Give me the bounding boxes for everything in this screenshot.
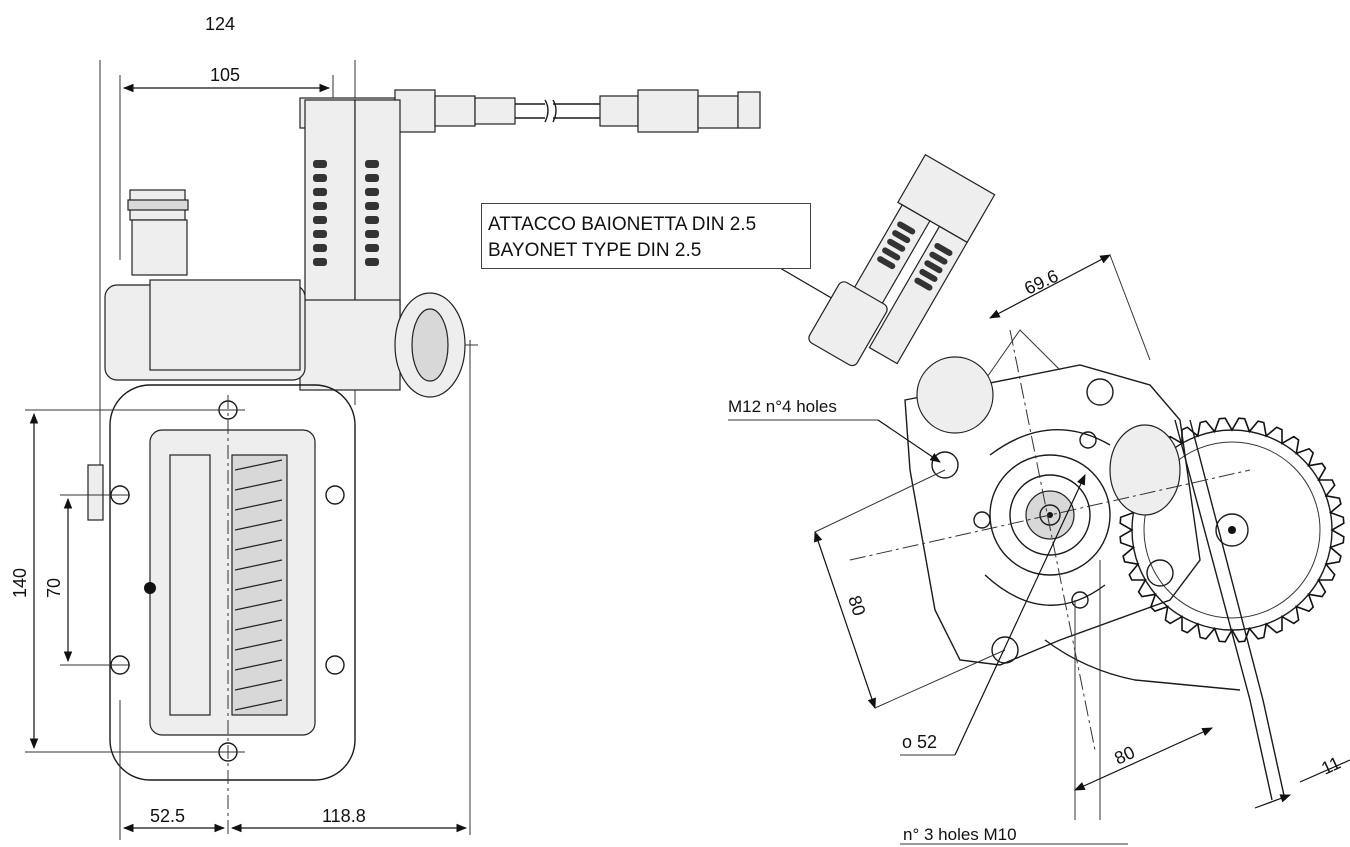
dim-80-bottom-label: 80 — [1111, 742, 1138, 769]
front-view: 105 124 — [10, 14, 761, 840]
dim-118-8-label: 118.8 — [322, 806, 366, 826]
dim-11: 11 — [1254, 753, 1350, 809]
dim-69-6: 69.6 — [989, 254, 1151, 361]
mounting-flange — [25, 384, 356, 835]
dim-80-diagonal: 80 — [814, 469, 1006, 710]
m12-holes-label: M12 n°4 holes — [728, 397, 837, 416]
pump-body — [904, 329, 1286, 801]
callout-line-italian: ATTACCO BAIONETTA DIN 2.5 — [488, 214, 757, 235]
dim-80-left-label: 80 — [844, 593, 869, 618]
dim-70-label: 70 — [44, 578, 64, 598]
solenoid-columns — [299, 99, 401, 391]
dim-140-label: 140 — [10, 568, 30, 598]
m10-holes-callout: n° 3 holes M10 — [900, 825, 1128, 845]
dim-140: 140 — [10, 412, 39, 750]
dim-124-label: 124 — [205, 14, 235, 34]
diameter-52-callout: o 52 — [900, 474, 1086, 756]
gear — [1119, 417, 1345, 643]
bayonet-connector — [299, 89, 761, 133]
dim-105: 105 — [119, 65, 334, 260]
side-body — [104, 189, 478, 398]
side-view: 69.6 80 80 11 M12 n°4 holes o 52 — [728, 153, 1350, 845]
dim-bottom: 52.5 118.8 — [119, 700, 468, 840]
dim-80-bottom: 80 — [1074, 727, 1213, 791]
dim-52-5-label: 52.5 — [150, 806, 185, 826]
m12-holes-callout: M12 n°4 holes — [728, 397, 941, 463]
gear-teeth — [1119, 417, 1345, 643]
callout-line-english: BAYONET TYPE DIN 2.5 — [488, 240, 702, 261]
dim-70: 70 — [44, 497, 73, 663]
m10-holes-label: n° 3 holes M10 — [903, 825, 1017, 844]
dim-105-label: 105 — [210, 65, 240, 85]
bayonet-connector-callout: ATTACCO BAIONETTA DIN 2.5 BAYONET TYPE D… — [481, 203, 811, 269]
diameter-52-label: o 52 — [902, 732, 937, 752]
dim-11-label: 11 — [1318, 753, 1343, 779]
dim-69-6-label: 69.6 — [1021, 266, 1061, 299]
